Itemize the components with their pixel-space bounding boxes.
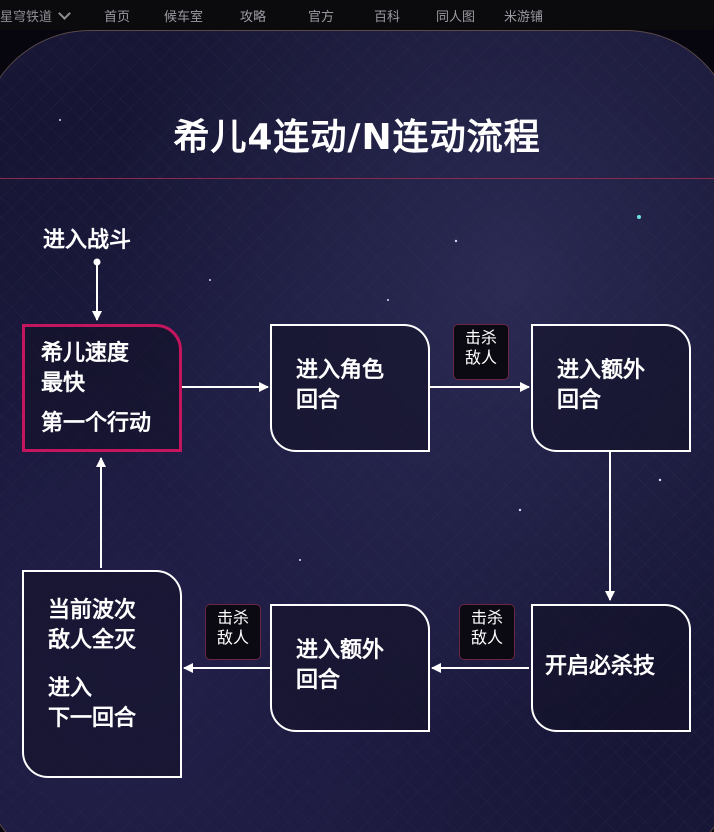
node-wave-clear: 当前波次 敌人全灭 进入 下一回合 bbox=[22, 570, 182, 778]
start-label: 进入战斗 bbox=[43, 228, 132, 253]
diagram-title: 希儿4连动/N连动流程 bbox=[173, 117, 541, 158]
nav-item-wiki[interactable]: 百科 bbox=[374, 9, 401, 25]
node-text: 进入角色 bbox=[296, 358, 385, 383]
node-text: 敌人全灭 bbox=[48, 628, 137, 653]
chevron-down-icon bbox=[58, 6, 71, 20]
node-text: 进入额外 bbox=[557, 358, 646, 383]
badge-text: 敌人 bbox=[464, 348, 497, 367]
node-text: 回合 bbox=[296, 668, 341, 693]
edge-label-kill-1: 击杀 敌人 bbox=[453, 324, 509, 380]
badge-text: 击杀 bbox=[216, 608, 249, 627]
nav-item-shop[interactable]: 米游铺 bbox=[504, 9, 544, 25]
badge-text: 敌人 bbox=[470, 628, 503, 647]
node-text: 回合 bbox=[557, 388, 602, 413]
nav-item-guides[interactable]: 攻略 bbox=[240, 9, 267, 25]
node-char-turn: 进入角色 回合 bbox=[270, 324, 430, 452]
node-text: 最快 bbox=[41, 371, 86, 396]
node-text: 开启必杀技 bbox=[545, 654, 656, 679]
node-text: 第一个行动 bbox=[41, 411, 152, 436]
top-nav: 星穹铁道 首页 候车室 攻略 官方 百科 同人图 米游铺 bbox=[0, 0, 714, 30]
edge-label-kill-2: 击杀 敌人 bbox=[459, 604, 515, 660]
nav-item-fanart[interactable]: 同人图 bbox=[436, 9, 476, 25]
node-ultimate: 开启必杀技 bbox=[531, 604, 691, 732]
node-text: 进入 bbox=[48, 676, 93, 701]
nav-item-waiting-room[interactable]: 候车室 bbox=[164, 9, 204, 25]
game-selector[interactable]: 星穹铁道 bbox=[0, 0, 71, 30]
badge-text: 击杀 bbox=[464, 328, 497, 347]
title-divider bbox=[0, 178, 714, 179]
edge-label-kill-3: 击杀 敌人 bbox=[205, 604, 261, 660]
game-name: 星穹铁道 bbox=[0, 9, 53, 25]
node-extra-turn-1: 进入额外 回合 bbox=[531, 324, 691, 452]
node-text: 回合 bbox=[296, 388, 341, 413]
node-text: 进入额外 bbox=[296, 638, 385, 663]
node-text: 希儿速度 bbox=[41, 341, 130, 366]
nav-item-home[interactable]: 首页 bbox=[104, 9, 131, 25]
badge-text: 击杀 bbox=[470, 608, 503, 627]
node-extra-turn-2: 进入额外 回合 bbox=[270, 604, 430, 732]
badge-text: 敌人 bbox=[216, 628, 249, 647]
node-text: 当前波次 bbox=[48, 598, 137, 623]
node-text: 下一回合 bbox=[48, 706, 137, 731]
nav-item-official[interactable]: 官方 bbox=[308, 9, 335, 25]
node-seele-first: 希儿速度 最快 第一个行动 bbox=[22, 324, 182, 452]
